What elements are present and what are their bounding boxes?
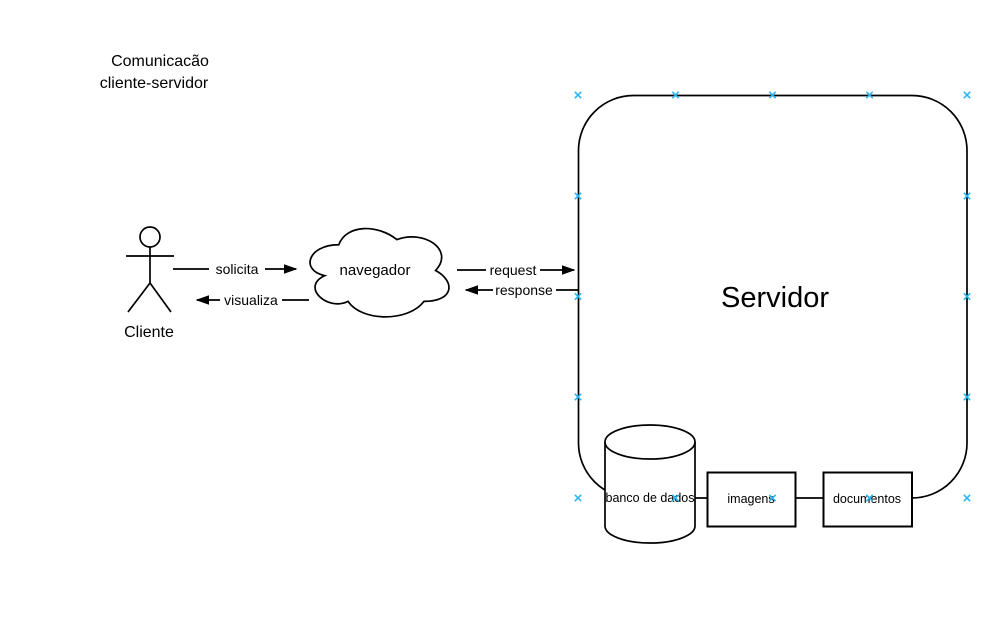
connection-point[interactable] [574, 292, 582, 301]
database-cylinder-top[interactable] [604, 424, 696, 460]
request-edge[interactable]: request [457, 262, 574, 278]
browser-node[interactable]: navegador [309, 227, 450, 318]
connection-point[interactable] [768, 91, 777, 99]
server-connection-points [574, 91, 971, 502]
connection-point[interactable] [865, 494, 874, 502]
connection-point[interactable] [963, 292, 971, 301]
connection-point[interactable] [574, 494, 582, 502]
request-label-bg [486, 263, 540, 278]
solicita-label-bg [209, 262, 265, 277]
connection-point[interactable] [671, 91, 680, 99]
visualiza-label-bg [220, 293, 282, 308]
connection-point[interactable] [963, 91, 971, 99]
connection-point[interactable] [963, 494, 971, 502]
connection-point[interactable] [574, 192, 582, 200]
server-label: Servidor [721, 282, 829, 314]
connection-point[interactable] [574, 91, 582, 99]
browser-cloud[interactable] [309, 227, 450, 318]
connection-point[interactable] [768, 494, 777, 502]
diagram-title-line1: Comunicacão [111, 53, 209, 70]
database-node[interactable]: banco de dados [604, 424, 696, 544]
documents-label: documentos [833, 492, 901, 506]
connection-point[interactable] [574, 393, 582, 401]
response-label: response [495, 282, 553, 298]
diagram-title: Comunicacão cliente-servidor [100, 53, 209, 92]
connection-point[interactable] [865, 91, 874, 99]
visualiza-label: visualiza [224, 292, 278, 308]
response-edge[interactable]: response [466, 282, 578, 298]
diagram-title-line2: cliente-servidor [100, 75, 209, 92]
response-label-bg [493, 283, 556, 298]
connection-point[interactable] [671, 494, 680, 502]
actor-right-leg [149, 282, 172, 313]
solicita-edge[interactable]: solicita [173, 261, 296, 277]
request-label: request [490, 262, 537, 278]
database-cylinder-body[interactable] [604, 442, 696, 544]
images-node[interactable]: imagens [706, 471, 797, 528]
connection-point[interactable] [963, 393, 971, 401]
browser-label: navegador [340, 262, 411, 279]
actor-left-leg [127, 282, 151, 313]
images-box[interactable] [706, 471, 797, 528]
client-actor[interactable]: Cliente [124, 226, 174, 341]
client-label: Cliente [124, 324, 174, 341]
actor-head [139, 226, 161, 248]
database-label: banco de dados [606, 491, 695, 505]
images-label: imagens [727, 492, 774, 506]
visualiza-edge[interactable]: visualiza [197, 292, 309, 308]
connection-point[interactable] [963, 192, 971, 200]
solicita-label: solicita [216, 261, 259, 277]
